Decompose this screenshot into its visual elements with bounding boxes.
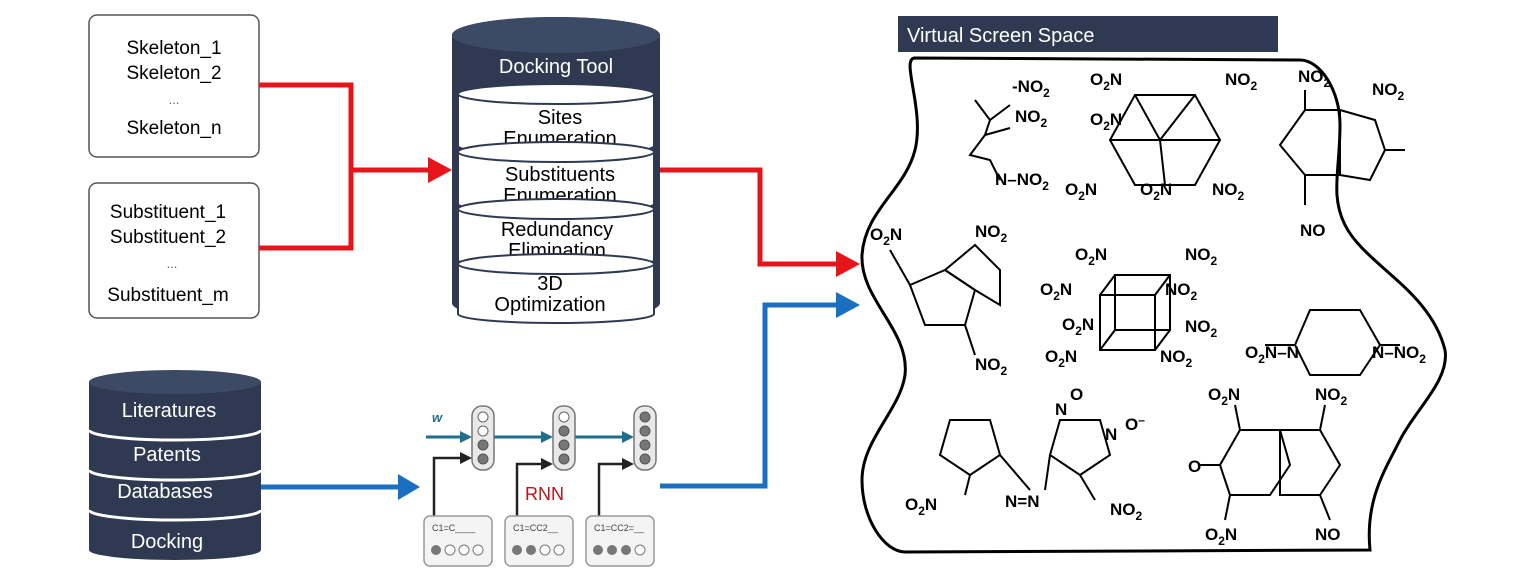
svg-text:NO2: NO2: [975, 355, 1008, 378]
source-label: Docking: [131, 531, 203, 553]
skeleton-item: Skeleton_2: [126, 63, 221, 84]
svg-text:NO: NO: [1315, 525, 1341, 544]
rnn-cell: [552, 405, 576, 471]
source-label: Literatures: [122, 400, 217, 422]
rnn-cell: [633, 405, 657, 471]
svg-text:NO2: NO2: [1372, 80, 1405, 103]
molecule-cage-1: [1108, 94, 1222, 186]
svg-text:O2N: O2N: [1062, 315, 1094, 338]
skeleton-item: Skeleton_1: [126, 38, 221, 59]
rnn-cell: [471, 405, 495, 471]
molecule-cubane: [1099, 274, 1171, 351]
svg-text:NO2: NO2: [1110, 500, 1143, 523]
svg-text:O2N: O2N: [870, 225, 902, 248]
rnn-block: w: [423, 405, 657, 567]
substituent-item: Substituent_m: [107, 285, 228, 306]
virtual-space-title: Virtual Screen Space: [907, 25, 1095, 47]
svg-text:NO2: NO2: [1315, 385, 1348, 408]
molecule-azofurazan: [938, 419, 1112, 501]
blue-arrowhead-rnn: [398, 474, 420, 500]
svg-text:O2N: O2N: [1140, 180, 1172, 203]
svg-text:N–NO2: N–NO2: [995, 170, 1049, 193]
svg-text:O2N: O2N: [1045, 347, 1077, 370]
source-label: Databases: [117, 481, 213, 503]
svg-text:O2N: O2N: [1205, 525, 1237, 548]
molecule-glycoluril: [1200, 404, 1342, 521]
stage-line: Substituents: [505, 164, 615, 186]
rnn-weight-label: w: [432, 410, 443, 425]
blue-connector-rnn: [660, 302, 838, 489]
substituent-ellipsis: ...: [167, 256, 178, 271]
blue-arrowhead-space: [836, 292, 860, 318]
svg-text:NO2: NO2: [975, 222, 1008, 245]
rnn-input-smiles: C1=CC2__: [513, 523, 559, 533]
svg-text:NO2: NO2: [1298, 67, 1331, 90]
svg-text:O2N–N: O2N–N: [1245, 343, 1299, 366]
svg-text:O2N: O2N: [1208, 385, 1240, 408]
svg-text:NO2: NO2: [1165, 280, 1198, 303]
svg-text:NO2: NO2: [1225, 70, 1258, 93]
svg-text:NO2: NO2: [1212, 180, 1245, 203]
red-arrowhead-docking: [428, 157, 452, 183]
rnn-input-smiles: C1=CC2=__: [594, 523, 645, 533]
svg-text:O2N: O2N: [1090, 110, 1122, 133]
red-connector-inputs: [259, 82, 430, 251]
molecule-bicyclic-1: [1278, 90, 1405, 205]
svg-text:O2N: O2N: [905, 495, 937, 518]
rnn-input-box: C1=CC2=__: [585, 515, 655, 567]
svg-text:NO2: NO2: [1185, 245, 1218, 268]
svg-text:O–: O–: [1125, 413, 1145, 434]
svg-text:NO: NO: [1300, 221, 1326, 240]
svg-text:O: O: [1070, 385, 1083, 404]
docking-tool-title: Docking Tool: [499, 56, 613, 78]
svg-text:N: N: [1055, 400, 1067, 419]
substituent-box: Substituent_1 Substituent_2 ... Substitu…: [88, 182, 260, 319]
svg-text:O2N: O2N: [1065, 180, 1097, 203]
virtual-space-header: Virtual Screen Space: [898, 16, 1278, 52]
rnn-input-smiles: C1=C____: [432, 523, 476, 533]
molecule-pyrazole: [889, 243, 1001, 356]
stage-line: Sites: [538, 107, 582, 129]
substituent-item: Substituent_1: [110, 202, 226, 223]
data-sources-cylinder: Literatures Patents Databases Docking: [87, 370, 263, 560]
stage-line: 3D: [537, 273, 563, 295]
stage-line: Optimization: [494, 294, 605, 316]
svg-text:N=N: N=N: [1005, 492, 1039, 511]
rnn-input-box: C1=CC2__: [504, 515, 574, 567]
virtual-space-outline: [860, 56, 1447, 554]
source-label: Patents: [133, 444, 201, 466]
svg-text:NO2: NO2: [1185, 317, 1218, 340]
skeleton-ellipsis: ...: [169, 92, 180, 107]
red-connector-output: [660, 167, 838, 267]
svg-text:O2N: O2N: [1040, 280, 1072, 303]
substituent-item: Substituent_2: [110, 227, 226, 248]
svg-text:O: O: [1188, 457, 1201, 476]
svg-text:O2N: O2N: [1090, 70, 1122, 93]
svg-text:O2N: O2N: [1075, 245, 1107, 268]
molecule-nitramine-fragment: [968, 99, 1011, 181]
molecule-structures: [889, 90, 1405, 521]
svg-text:NO2: NO2: [1015, 107, 1048, 130]
skeleton-box: Skeleton_1 Skeleton_2 ... Skeleton_n: [88, 14, 260, 158]
skeleton-item: Skeleton_n: [126, 118, 221, 139]
docking-stage-4: 3D Optimization: [457, 253, 655, 324]
svg-text:N: N: [1105, 425, 1117, 444]
molecule-bicyclic-2: [1265, 309, 1400, 376]
atom-labels: -NO2 NO2 N–NO2 O2N NO2 O2N O2N O2N NO2 N…: [870, 67, 1426, 548]
svg-text:N–NO2: N–NO2: [1372, 343, 1426, 366]
svg-text:NO2: NO2: [1160, 347, 1193, 370]
red-arrowhead-space: [836, 251, 860, 277]
svg-text:-NO2: -NO2: [1012, 77, 1050, 100]
rnn-input-box: C1=C____: [423, 515, 493, 567]
stage-line: Redundancy: [501, 219, 613, 241]
rnn-label: RNN: [525, 484, 564, 504]
